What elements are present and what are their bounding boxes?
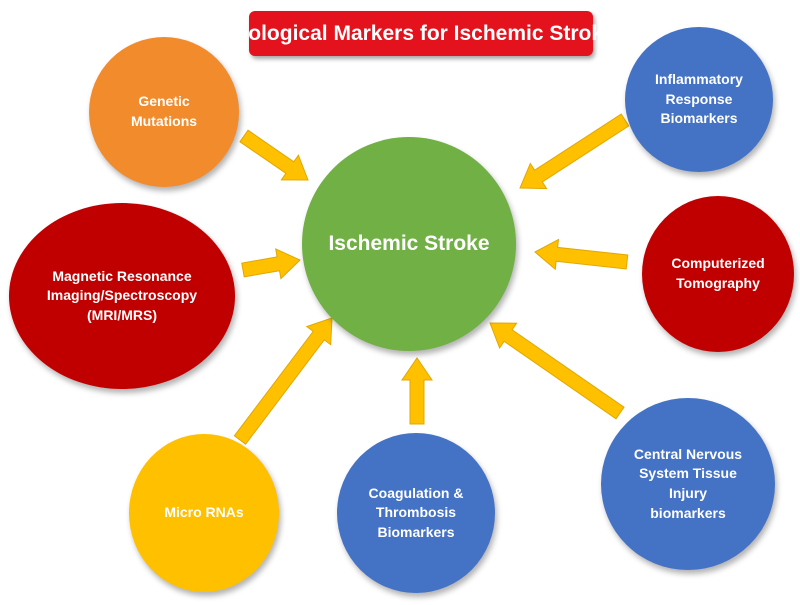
arrow-coagulation-to-center [401,357,433,425]
node-computerized-tomography: Computerized Tomography [642,196,794,352]
arrow-microrna-to-center [233,317,333,445]
center-node-label: Ischemic Stroke [328,232,490,256]
arrow-ct-to-center [534,238,629,271]
node-cns-label: Central Nervous System Tissue Injury bio… [633,445,743,521]
center-node-ischemic-stroke: Ischemic Stroke [302,137,516,351]
node-micro-rnas: Micro RNAs [129,434,279,592]
arrow-genetic-to-center [239,129,309,181]
node-coagulation-thrombosis-biomarkers: Coagulation & Thrombosis Biomarkers [337,433,495,593]
arrow-mri-to-center [241,248,301,280]
node-cns-tissue-injury-biomarkers: Central Nervous System Tissue Injury bio… [601,398,775,570]
node-genetic-mutations-label: Genetic Mutations [130,93,198,129]
node-ct-label: Computerized Tomography [671,255,765,291]
diagram-title-text: Biological Markers for Ischemic Stroke [227,21,615,45]
node-inflammatory-response-biomarkers: Inflammatory Response Biomarkers [625,27,773,172]
node-mri-mrs: Magnetic Resonance Imaging/Spectroscopy … [9,203,235,389]
node-inflammatory-label: Inflammatory Response Biomarkers [655,71,743,127]
node-coagulation-label: Coagulation & Thrombosis Biomarkers [368,484,464,540]
node-mri-label: Magnetic Resonance Imaging/Spectroscopy … [46,267,198,323]
arrow-cns-to-center [489,322,625,420]
arrow-inflammatory-to-center [519,113,630,190]
diagram-title: Biological Markers for Ischemic Stroke [227,11,615,56]
node-genetic-mutations: Genetic Mutations [89,37,239,187]
node-microrna-label: Micro RNAs [164,504,244,521]
